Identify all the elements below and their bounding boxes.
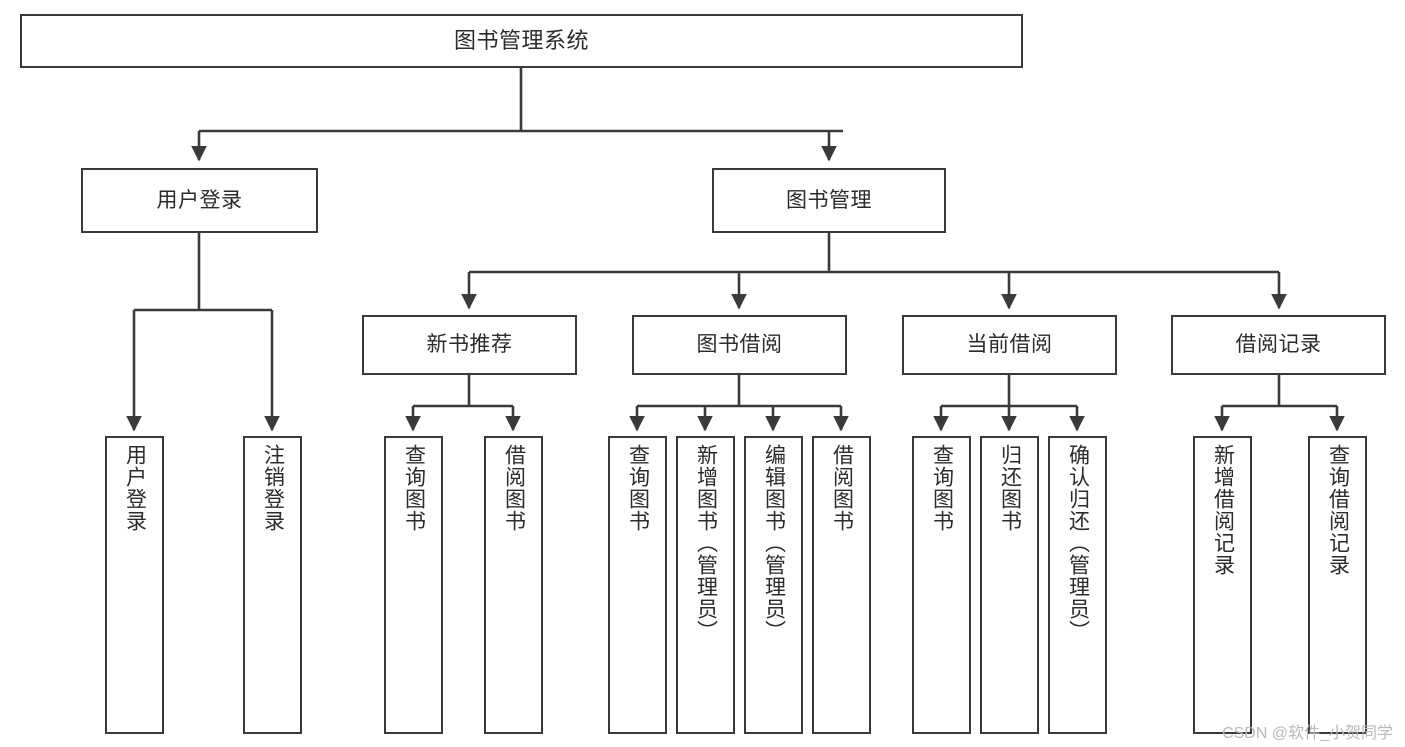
leaf-user-login[interactable]: 用户登录 (105, 436, 164, 734)
node-current-borrow[interactable]: 当前借阅 (902, 315, 1117, 375)
node-label: 用户登录 (156, 188, 243, 212)
node-label: 新增借阅记录 (1211, 444, 1235, 576)
node-label: 查询图书 (626, 444, 650, 532)
node-label: 图书管理 (786, 188, 872, 212)
leaf-borrow-borrow-book[interactable]: 借阅图书 (812, 436, 871, 734)
node-user-login[interactable]: 用户登录 (81, 168, 318, 233)
node-borrow-record[interactable]: 借阅记录 (1171, 315, 1386, 375)
node-label: 新书推荐 (426, 333, 513, 357)
node-label: 注销登录 (261, 444, 285, 532)
node-label: 当前借阅 (966, 333, 1053, 357)
leaf-borrow-add-book-admin[interactable]: 新增图书（管理员） (676, 436, 735, 734)
leaf-record-add-borrow-record[interactable]: 新增借阅记录 (1193, 436, 1252, 734)
node-label: 归还图书 (998, 444, 1022, 532)
leaf-current-query-book[interactable]: 查询图书 (912, 436, 971, 734)
node-label: 编辑图书（管理员） (762, 444, 786, 642)
leaf-recommend-borrow-book[interactable]: 借阅图书 (484, 436, 543, 734)
leaf-user-logout[interactable]: 注销登录 (243, 436, 302, 734)
leaf-record-query-borrow-record[interactable]: 查询借阅记录 (1308, 436, 1367, 734)
node-label: 查询图书 (930, 444, 954, 532)
node-book-management[interactable]: 图书管理 (712, 168, 946, 233)
node-label: 新增图书（管理员） (694, 444, 718, 642)
leaf-recommend-query-book[interactable]: 查询图书 (384, 436, 443, 734)
node-label: 查询图书 (402, 444, 426, 532)
node-new-book-recommend[interactable]: 新书推荐 (362, 315, 577, 375)
leaf-current-return-book[interactable]: 归还图书 (980, 436, 1039, 734)
leaf-borrow-edit-book-admin[interactable]: 编辑图书（管理员） (744, 436, 803, 734)
node-label: 借阅图书 (830, 444, 854, 532)
leaf-borrow-query-book[interactable]: 查询图书 (608, 436, 667, 734)
node-label: 借阅图书 (502, 444, 526, 532)
node-book-management-system[interactable]: 图书管理系统 (20, 14, 1023, 68)
leaf-current-confirm-return-admin[interactable]: 确认归还（管理员） (1048, 436, 1107, 734)
node-label: 查询借阅记录 (1326, 444, 1350, 576)
node-label: 用户登录 (123, 444, 147, 532)
csdn-watermark: CSDN @软件_小贺同学 (1222, 725, 1393, 742)
node-book-borrow[interactable]: 图书借阅 (632, 315, 847, 375)
node-label: 图书借阅 (696, 333, 783, 357)
node-label: 确认归还（管理员） (1066, 444, 1090, 642)
node-label: 借阅记录 (1235, 333, 1322, 357)
node-label: 图书管理系统 (453, 27, 589, 53)
